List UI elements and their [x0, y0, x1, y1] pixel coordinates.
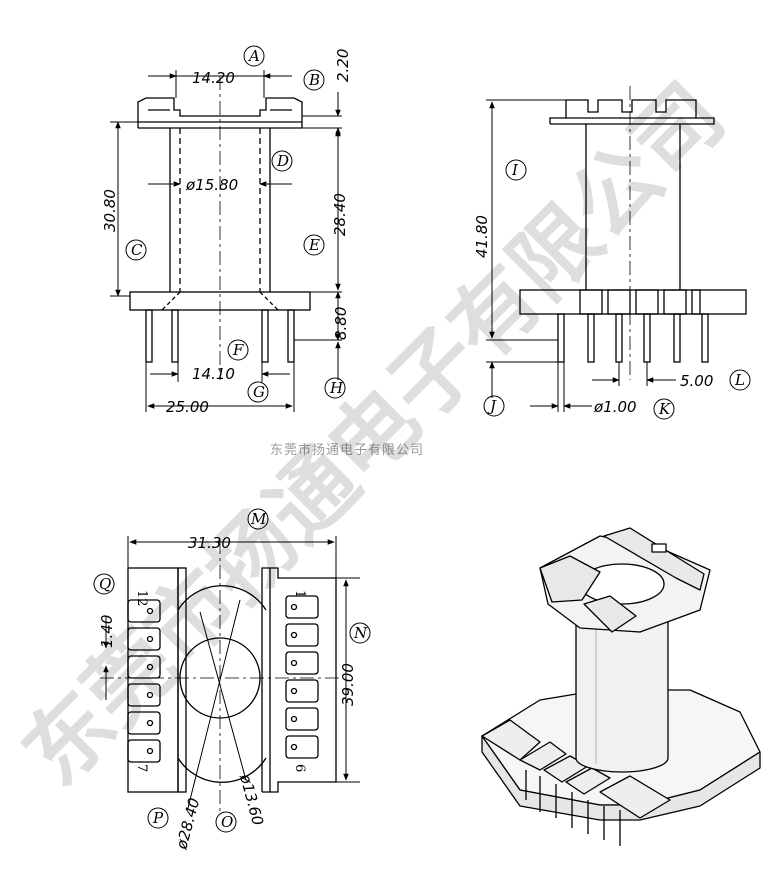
label-o: O — [221, 813, 233, 831]
isometric-view — [481, 527, 761, 846]
pin-7: 7 — [134, 764, 149, 772]
side-view — [519, 86, 747, 380]
bottom-pin-numbers: 12 7 1 6 — [134, 590, 307, 772]
dim-height: 41.80 — [473, 215, 491, 258]
dim-body-h: 28.40 — [331, 193, 349, 236]
front-dimensions — [110, 70, 342, 412]
front-labels: A B C D E F G H — [125, 45, 346, 403]
front-pin — [145, 309, 153, 363]
label-l: L — [734, 371, 745, 389]
side-dimensions — [486, 99, 676, 412]
side-pin — [615, 313, 623, 363]
pin-1: 1 — [292, 590, 307, 598]
label-b: B — [308, 71, 320, 89]
dim-base-width: 25.00 — [166, 398, 209, 416]
dim-length: 39.00 — [339, 663, 357, 706]
label-g: G — [253, 383, 265, 401]
bottom-dimensions — [103, 536, 360, 783]
dim-pin-span: 14.10 — [192, 365, 235, 383]
dim-pin-len: 8.80 — [332, 307, 350, 340]
label-d: D — [276, 152, 289, 170]
side-pin — [701, 313, 709, 363]
label-f: F — [232, 341, 244, 359]
pin-12: 12 — [134, 590, 149, 607]
side-pin — [673, 313, 681, 363]
label-n: N — [353, 624, 368, 642]
front-view — [129, 76, 311, 380]
side-pin — [643, 313, 651, 363]
label-e: E — [308, 236, 320, 254]
dim-row-pitch: 1.40 — [98, 615, 116, 648]
side-pin — [587, 313, 595, 363]
dim-pitch: 5.00 — [680, 372, 713, 390]
label-p: P — [152, 809, 164, 827]
label-a: A — [247, 47, 260, 65]
company-caption: 东莞市扬通电子有限公司 — [270, 442, 424, 458]
iso-core — [575, 611, 669, 773]
label-q: Q — [99, 575, 111, 593]
bottom-view — [100, 540, 340, 812]
pin-6: 6 — [292, 764, 307, 772]
label-c: C — [131, 241, 143, 259]
dim-bore: ø15.80 — [185, 176, 238, 194]
dim-pin-dia: ø1.00 — [593, 398, 637, 416]
front-pin — [261, 309, 269, 363]
label-j: J — [487, 397, 497, 415]
front-top-flange — [137, 97, 303, 122]
front-pin — [287, 309, 295, 363]
side-dim-text: 41.80 5.00 ø1.00 — [473, 215, 713, 416]
label-m: M — [250, 510, 267, 528]
dim-width: 31.30 — [188, 534, 231, 552]
side-labels: I J K L — [483, 159, 751, 420]
side-top-flange — [549, 99, 715, 125]
front-dim-text: 14.20 2.20 ø15.80 30.80 28.40 8.80 14.10… — [101, 49, 352, 416]
label-h: H — [329, 379, 344, 397]
dim-overall-h: 30.80 — [101, 189, 119, 232]
label-i: I — [511, 161, 519, 179]
dim-top-width: 14.20 — [192, 69, 235, 87]
dim-outer-dia: ø28.40 — [172, 796, 203, 852]
label-k: K — [658, 400, 671, 418]
bottom-labels: M N O P Q — [93, 508, 371, 833]
side-base — [519, 289, 747, 315]
front-pin — [171, 309, 179, 363]
dim-flange-thk: 2.20 — [334, 49, 352, 82]
side-pin — [557, 313, 565, 363]
